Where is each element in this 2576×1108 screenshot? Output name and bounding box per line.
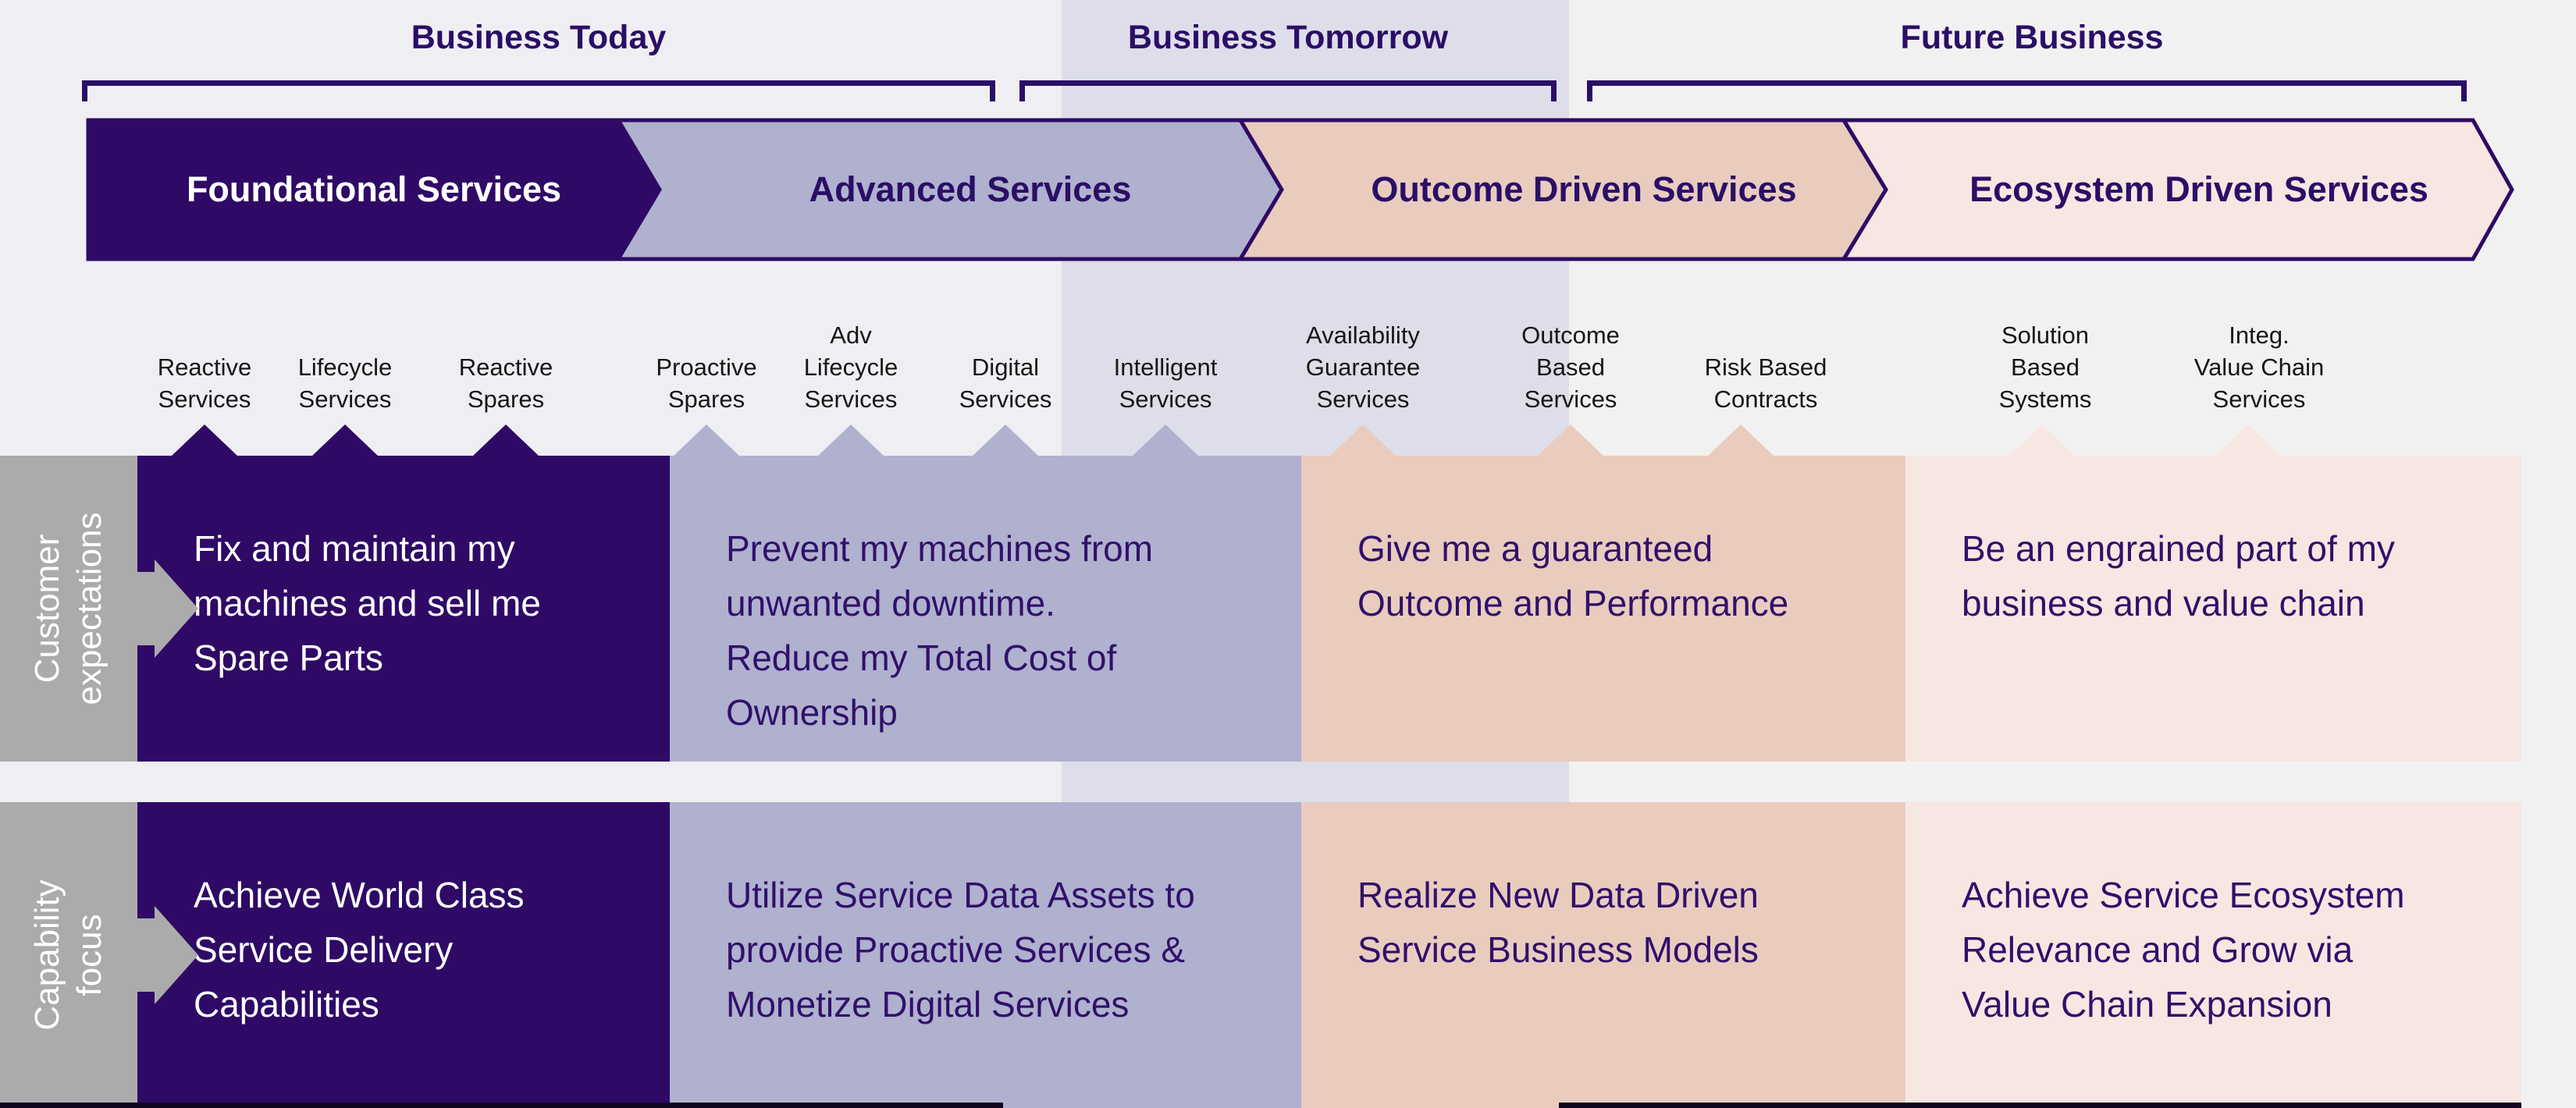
service-label-availability-guarantee: Availability Guarantee Services (1305, 321, 1421, 413)
stage-arrows (86, 118, 2514, 261)
cell-expectation-foundational-text: Fix and maintain my machines and sell me… (194, 528, 541, 678)
bottom-edge-line-left (0, 1103, 1003, 1108)
service-label-reactive-services: Reactive Services (157, 353, 252, 413)
row-title-capability-focus: Capability focus (28, 879, 109, 1031)
bottom-edge-line-right (1559, 1103, 2521, 1108)
cell-expectation-outcome: Give me a guaranteed Outcome and Perform… (1301, 456, 1905, 762)
cell-capability-ecosystem: Achieve Service Ecosystem Relevance and … (1905, 802, 2521, 1108)
stage-label-ecosystem: Ecosystem Driven Services (1969, 169, 2428, 209)
cell-capability-advanced: Utilize Service Data Assets to provide P… (670, 802, 1301, 1108)
row-band-capability-focus: Capability focus (0, 802, 137, 1108)
bracket-business-tomorrow (1019, 80, 1557, 101)
cell-capability-foundational: Achieve World Class Service Delivery Cap… (137, 802, 670, 1108)
phase-title-future-business: Future Business (1900, 18, 2164, 56)
phase-title-business-today: Business Today (411, 18, 667, 56)
service-label-outcome-based: Outcome Based Services (1521, 321, 1620, 413)
service-label-reactive-spares: Reactive Spares (458, 353, 553, 413)
pointer-reactive-spares (473, 424, 539, 456)
service-label-adv-lifecycle: Adv Lifecycle Services (803, 321, 898, 413)
cell-capability-advanced-text: Utilize Service Data Assets to provide P… (726, 875, 1195, 1025)
row-band-customer-expectations: Customer expectations (0, 456, 137, 762)
pointer-integ-value-chain (2215, 424, 2281, 456)
stage-label-outcome: Outcome Driven Services (1371, 169, 1797, 209)
service-label-proactive-spares: Proactive Spares (656, 353, 757, 413)
service-label-lifecycle-services: Lifecycle Services (297, 353, 393, 413)
service-label-intelligent-services: Intelligent Services (1113, 353, 1218, 413)
row-arrow-tail-customer (137, 572, 155, 645)
row-title-customer-expectations: Customer expectations (28, 512, 109, 705)
service-label-integ-value-chain: Integ. Value Chain Services (2194, 321, 2325, 413)
stage-label-advanced: Advanced Services (809, 169, 1132, 209)
stage-label-foundational: Foundational Services (186, 169, 562, 209)
pointer-availability-guarantee (1330, 424, 1396, 456)
right-arrow-icon (155, 559, 198, 658)
service-label-risk-based-contracts: Risk Based Contracts (1704, 353, 1827, 413)
stage-arrow-ecosystem (1840, 118, 2514, 261)
cell-expectation-ecosystem-text: Be an engrained part of my business and … (1962, 528, 2395, 623)
pointer-risk-based-contracts (1708, 424, 1774, 456)
cell-capability-outcome-text: Realize New Data Driven Service Business… (1357, 875, 1759, 970)
row-arrow-tail-capability (137, 918, 155, 992)
cell-expectation-advanced: Prevent my machines from unwanted downti… (670, 456, 1301, 762)
cell-expectation-ecosystem: Be an engrained part of my business and … (1905, 456, 2521, 762)
service-label-solution-based-systems: Solution Based Systems (1998, 321, 2092, 413)
pointer-reactive-services (172, 424, 237, 456)
cell-expectation-foundational: Fix and maintain my machines and sell me… (137, 456, 670, 762)
cell-capability-outcome: Realize New Data Driven Service Business… (1301, 802, 1905, 1108)
bracket-future-business (1587, 80, 2467, 101)
service-label-digital-services: Digital Services (959, 353, 1052, 413)
bracket-business-today (82, 80, 995, 101)
pointer-intelligent-services (1133, 424, 1198, 456)
pointer-adv-lifecycle (818, 424, 884, 456)
cell-expectation-outcome-text: Give me a guaranteed Outcome and Perform… (1357, 528, 1789, 623)
pointer-lifecycle-services (312, 424, 378, 456)
pointer-digital-services (973, 424, 1038, 456)
cell-expectation-advanced-text: Prevent my machines from unwanted downti… (726, 528, 1154, 733)
pointer-proactive-spares (674, 424, 739, 456)
right-arrow-icon (155, 906, 198, 1004)
cell-capability-foundational-text: Achieve World Class Service Delivery Cap… (194, 875, 525, 1025)
phase-title-business-tomorrow: Business Tomorrow (1127, 18, 1449, 56)
pointer-solution-based-systems (2009, 424, 2075, 456)
pointer-outcome-based (1538, 424, 1603, 456)
cell-capability-ecosystem-text: Achieve Service Ecosystem Relevance and … (1962, 875, 2405, 1025)
